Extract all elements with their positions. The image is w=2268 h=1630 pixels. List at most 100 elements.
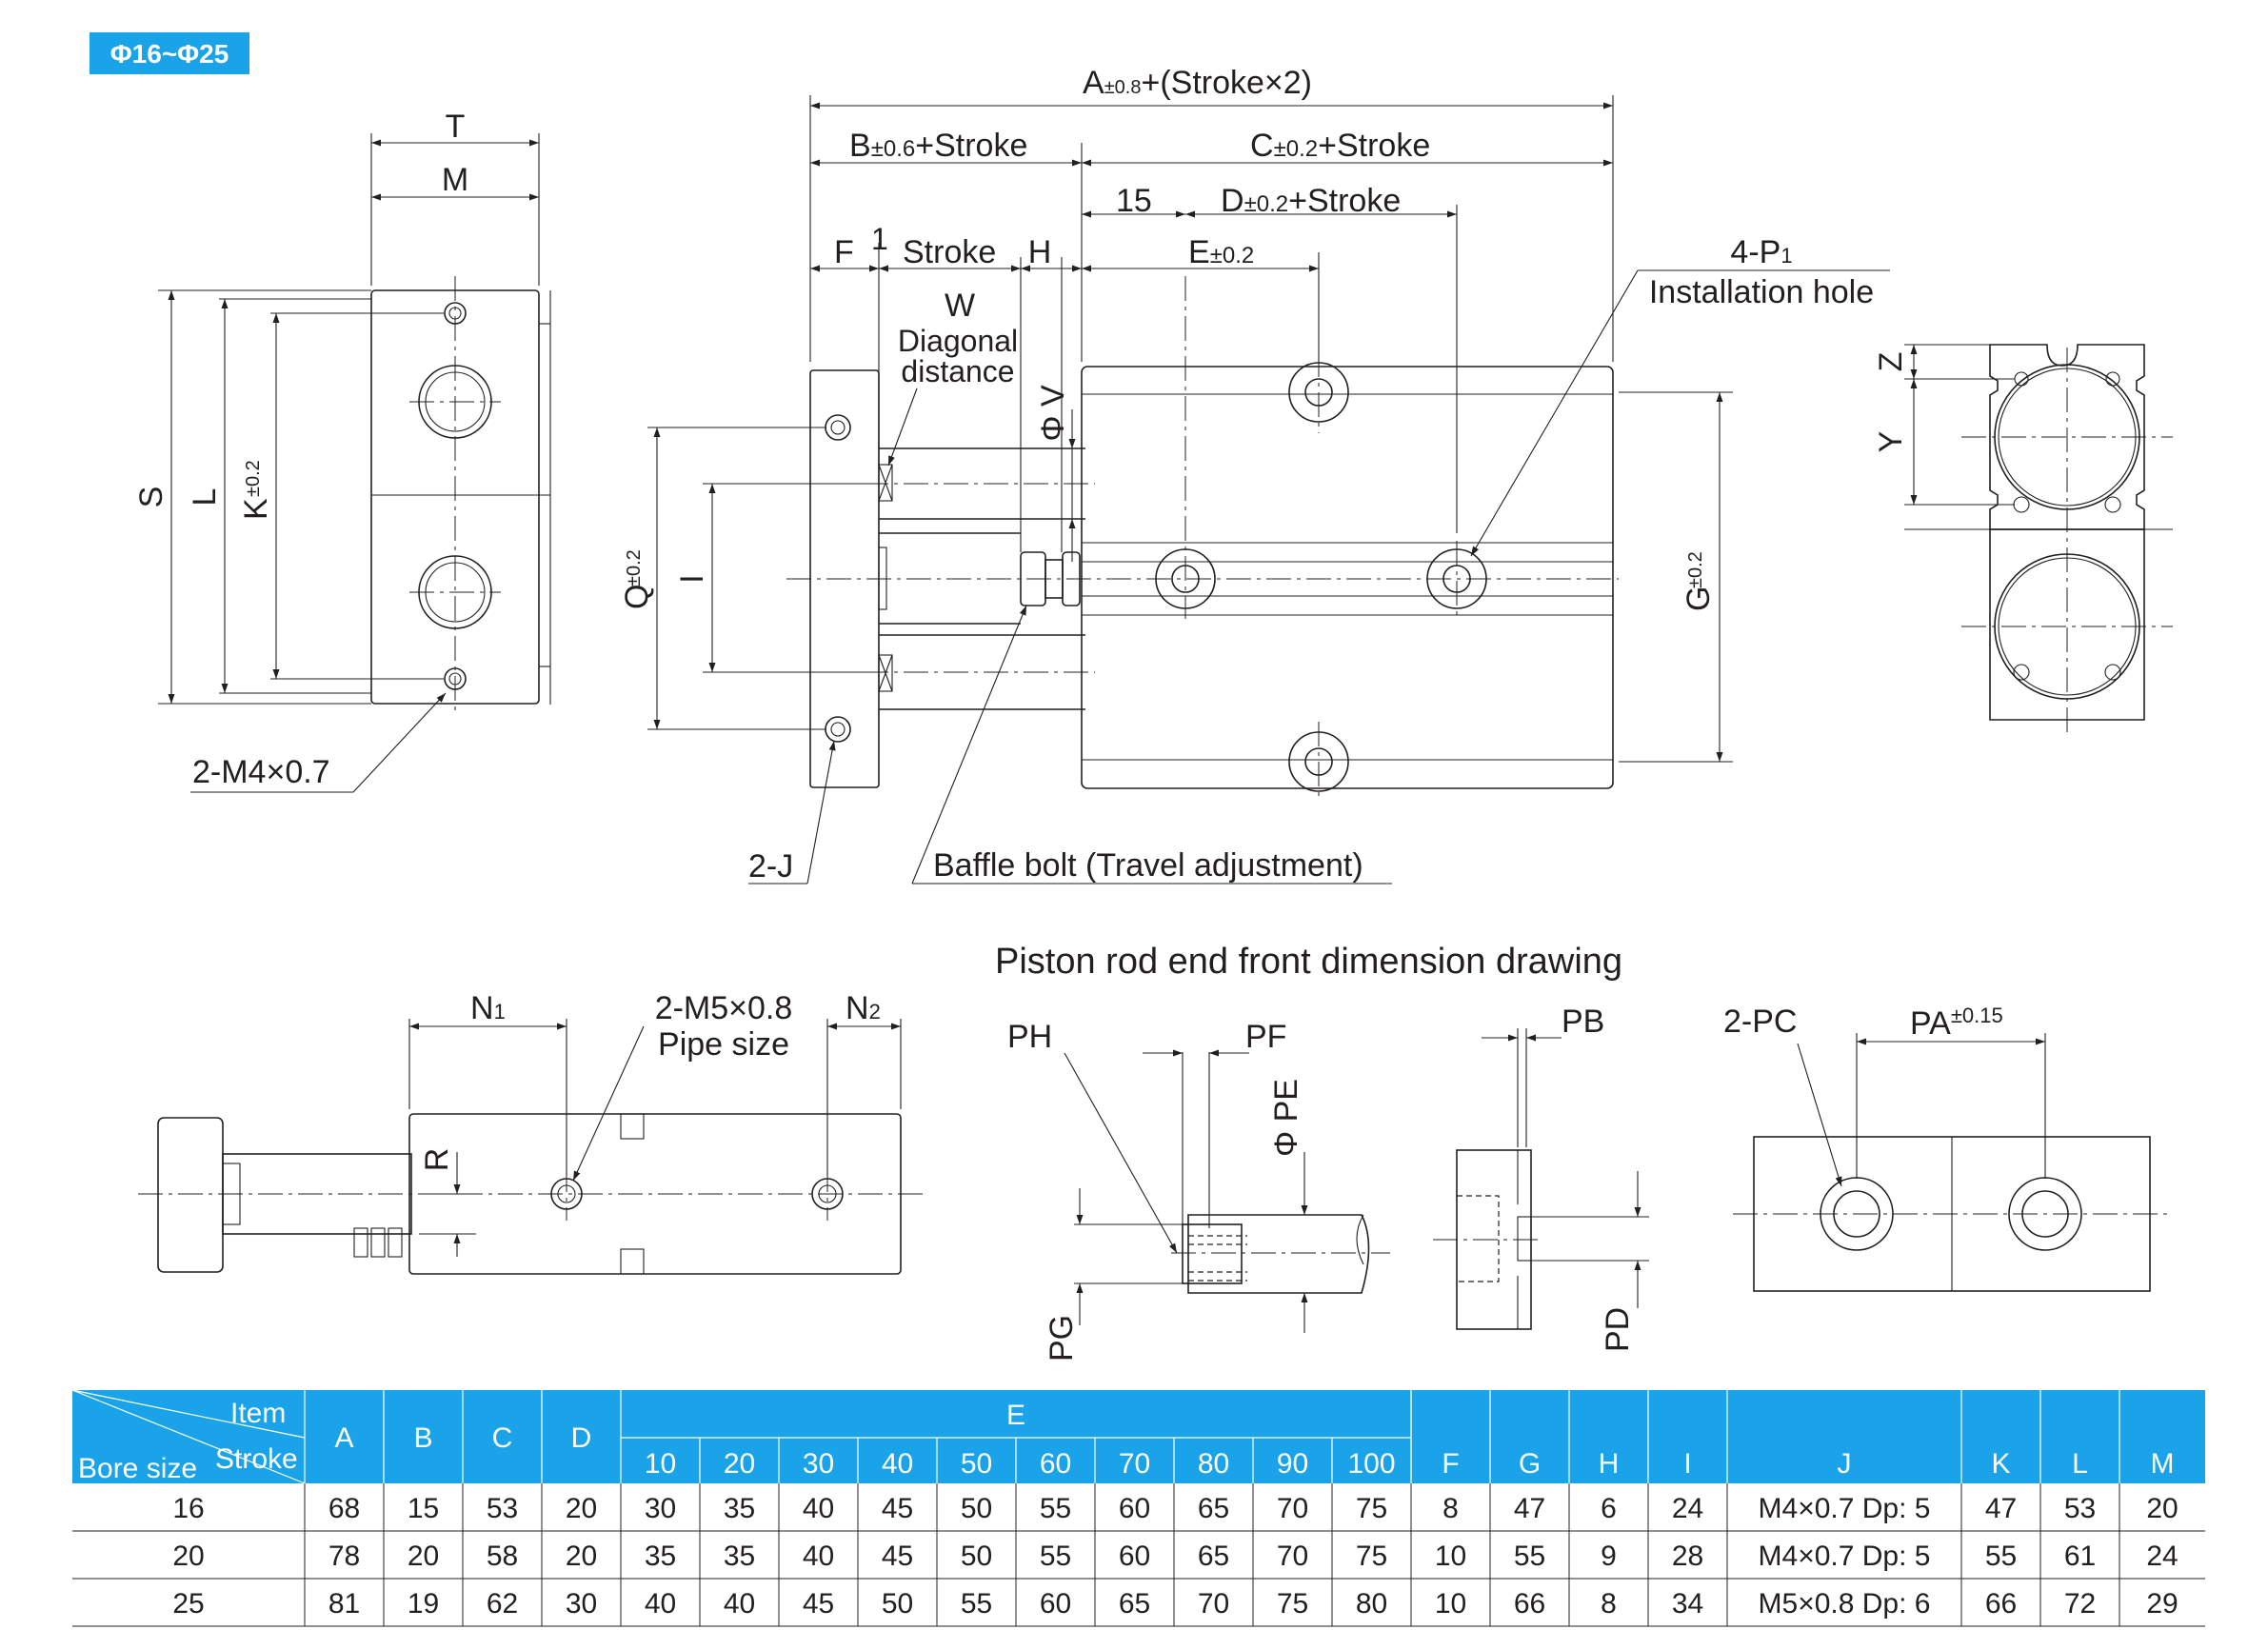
table-cell: 66 <box>1514 1588 1545 1620</box>
table-header-E-stroke: 50 <box>961 1448 992 1480</box>
table-cell: 24 <box>1672 1493 1703 1524</box>
table-cell: 60 <box>1040 1588 1071 1620</box>
table-cell: 55 <box>1040 1493 1071 1524</box>
table-cell: 47 <box>1985 1493 2017 1524</box>
table-cell: M4×0.7 Dp: 5 <box>1759 1493 1931 1524</box>
table-cell: 60 <box>1119 1541 1150 1572</box>
dim-Q-tolerance: ±0.2 <box>624 549 645 586</box>
table-header-F: F <box>1442 1448 1459 1480</box>
section-title: Piston rod end front dimension drawing <box>995 942 1622 982</box>
table-header-M: M <box>2151 1448 2175 1480</box>
table-cell: 65 <box>1198 1541 1229 1572</box>
table-cell: 70 <box>1277 1493 1308 1524</box>
table-cell: 20 <box>566 1493 597 1524</box>
table-header-A: A <box>334 1422 353 1454</box>
table-cell: 78 <box>328 1541 360 1572</box>
side-view: T M S L K ±0.2 2-M4×0.7 <box>133 109 551 793</box>
dim-K-tolerance: ±0.2 <box>243 460 264 497</box>
dim-PG: PG <box>1044 1315 1080 1362</box>
table-cell: 75 <box>1356 1493 1387 1524</box>
dim-G-tolerance: ±0.2 <box>1685 551 1706 588</box>
table-cell: 30 <box>645 1493 676 1524</box>
dim-Q: Q <box>619 585 655 609</box>
table-cell: 28 <box>1672 1541 1703 1572</box>
table-cell: 61 <box>2064 1541 2096 1572</box>
table-cell: 75 <box>1356 1541 1387 1572</box>
thread-M5-label: 2-M5×0.8 <box>655 990 793 1026</box>
table-cell: 25 <box>172 1588 204 1620</box>
dim-S: S <box>133 487 169 508</box>
bottom-view: N1 N2 2-M5×0.8 Pipe size R <box>138 990 925 1275</box>
table-header-H: H <box>1599 1448 1620 1480</box>
dim-M: M <box>442 162 468 198</box>
pa-pc-view: PA±0.15 2-PC <box>1723 1004 2171 1292</box>
dim-L: L <box>187 488 223 507</box>
front-view: A±0.8+(Stroke×2) B±0.6+Stroke C±0.2+Stro… <box>619 65 1890 885</box>
table-corner-bore: Bore size <box>78 1453 197 1484</box>
dim-PH: PH <box>1007 1019 1052 1055</box>
table-cell: 10 <box>1435 1588 1466 1620</box>
table-cell: M5×0.8 Dp: 6 <box>1759 1588 1931 1620</box>
table-cell: 45 <box>882 1541 913 1572</box>
dim-Z: Z <box>1873 352 1909 372</box>
table-cell: 53 <box>487 1493 518 1524</box>
end-view: Z Y <box>1873 344 2173 733</box>
dim-PA: PA±0.15 <box>1910 1004 2003 1042</box>
table-cell: 55 <box>961 1588 992 1620</box>
table-cell: 55 <box>1040 1541 1071 1572</box>
table-cell: 9 <box>1601 1541 1617 1572</box>
table-cell: 29 <box>2146 1588 2178 1620</box>
dim-W: W <box>945 288 975 324</box>
table-header-E-stroke: 30 <box>803 1448 834 1480</box>
table-cell: 62 <box>487 1588 518 1620</box>
table-header-E: E <box>1006 1400 1025 1431</box>
table-corner-item: Item <box>230 1398 286 1429</box>
table-header-E-stroke: 40 <box>882 1448 913 1480</box>
table-cell: 55 <box>1985 1541 2017 1572</box>
table-header-K: K <box>1991 1448 2010 1480</box>
dim-I: I <box>674 574 710 583</box>
table-cell: 8 <box>1442 1493 1459 1524</box>
table-cell: 35 <box>724 1493 755 1524</box>
table-cell: 40 <box>803 1493 834 1524</box>
table-cell: 20 <box>172 1541 204 1572</box>
bore-range-label: Φ16~Φ25 <box>110 39 229 69</box>
table-cell: 40 <box>724 1588 755 1620</box>
table-cell: 47 <box>1514 1493 1545 1524</box>
table-cell: 15 <box>408 1493 439 1524</box>
dim-stroke: Stroke <box>903 234 996 270</box>
table-cell: 40 <box>645 1588 676 1620</box>
table-cell: 58 <box>487 1541 518 1572</box>
table-cell: 80 <box>1356 1588 1387 1620</box>
dim-PF: PF <box>1245 1019 1286 1055</box>
table-cell: 20 <box>408 1541 439 1572</box>
table-cell: 60 <box>1119 1493 1150 1524</box>
table-cell: 45 <box>882 1493 913 1524</box>
table-header-B: B <box>413 1422 432 1454</box>
table-header-I: I <box>1683 1448 1691 1480</box>
pipe-size-label: Pipe size <box>658 1026 789 1063</box>
table-cell: 53 <box>2064 1493 2096 1524</box>
pb-pd-view: PB PD <box>1433 1004 1649 1352</box>
thread-M4-label: 2-M4×0.7 <box>192 754 330 790</box>
table-cell: 16 <box>172 1493 204 1524</box>
table-cell: 40 <box>803 1541 834 1572</box>
table-cell: 45 <box>803 1588 834 1620</box>
baffle-bolt-label: Baffle bolt (Travel adjustment) <box>933 847 1363 884</box>
dim-P1: 4-P1 <box>1730 234 1792 270</box>
table-cell: 66 <box>1985 1588 2017 1620</box>
dim-E: E±0.2 <box>1188 234 1254 270</box>
table-header-E-stroke: 80 <box>1198 1448 1229 1480</box>
table-header-J: J <box>1838 1448 1852 1480</box>
dim-1: 1 <box>871 222 888 256</box>
table-cell: 8 <box>1601 1588 1617 1620</box>
dim-J: 2-J <box>748 848 793 885</box>
table-cell: 70 <box>1277 1541 1308 1572</box>
table-cell: 50 <box>961 1541 992 1572</box>
table-cell: 34 <box>1672 1588 1703 1620</box>
table-header-E-stroke: 100 <box>1347 1448 1395 1480</box>
table-header-L: L <box>2072 1448 2088 1480</box>
table-cell: 24 <box>2146 1541 2178 1572</box>
dim-N2: N2 <box>846 990 881 1026</box>
